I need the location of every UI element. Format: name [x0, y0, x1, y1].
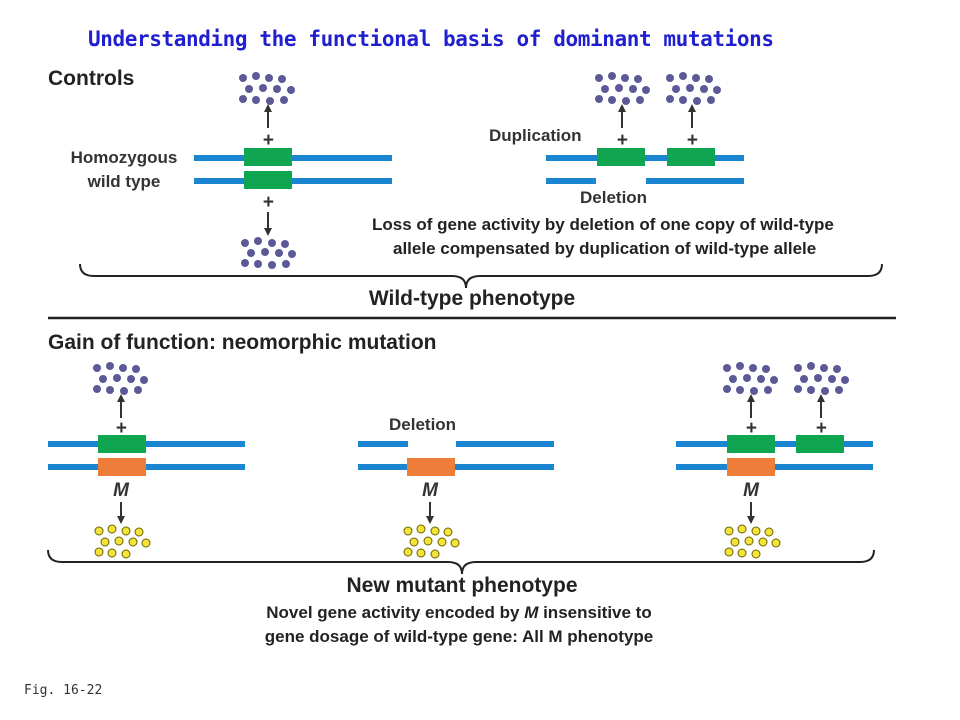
caption-text: Novel gene activity encoded by	[266, 603, 524, 622]
gain-of-function-grouping-brace	[47, 549, 875, 575]
slide-title: Understanding the functional basis of do…	[88, 27, 774, 51]
figure-label: Fig. 16-22	[24, 683, 102, 698]
chromosome-deleted-left	[546, 178, 596, 184]
controls-caption-line-2: allele compensated by duplication of wil…	[393, 239, 816, 258]
wild-type-allele-symbol: +	[115, 418, 126, 439]
caption-text: insensitive to	[538, 603, 651, 622]
gene-wild-type-upper	[244, 148, 292, 166]
protein-cluster-mutant	[724, 524, 781, 559]
protein-cluster-wild-type-left	[723, 362, 778, 395]
caption-mutant-symbol: M	[524, 603, 539, 622]
chromosome-lower	[48, 464, 245, 470]
mutant-allele-symbol: M	[743, 480, 760, 501]
wild-type-allele-symbol: +	[686, 130, 697, 151]
mutant-allele-symbol: M	[422, 480, 439, 501]
new-mutant-phenotype-label: New mutant phenotype	[346, 574, 577, 597]
duplication-label: Duplication	[489, 126, 582, 145]
protein-cluster-wild-type	[93, 362, 148, 395]
gain-of-function-heading: Gain of function: neomorphic mutation	[48, 331, 436, 354]
deletion-mutant-diagram: Deletion M	[358, 415, 554, 559]
duplication-deletion-diagram: Duplication + + Deletion Loss of gene ac…	[372, 72, 834, 258]
gene-mutant	[98, 458, 146, 476]
gene-wild-type-copy-1	[727, 435, 775, 453]
gene-wild-type-copy-2	[796, 435, 844, 453]
gain-of-function-caption-line-1: Novel gene activity encoded by M insensi…	[266, 603, 651, 622]
wild-type-allele-symbol: +	[815, 418, 826, 439]
controls-grouping-brace	[79, 263, 883, 289]
deletion-label: Deletion	[389, 415, 456, 434]
wild-type-allele-symbol: +	[262, 130, 273, 151]
chromosome-deleted-right	[646, 178, 744, 184]
controls-caption-line-1: Loss of gene activity by deletion of one…	[372, 215, 834, 234]
gain-of-function-caption-line-2: gene dosage of wild-type gene: All M phe…	[265, 627, 654, 646]
protein-cluster-top	[239, 72, 295, 105]
duplication-mutant-diagram: + + M	[676, 362, 873, 559]
mutant-allele-symbol: M	[113, 480, 130, 501]
chromosome-deleted-left	[358, 441, 408, 447]
chromosome-lower	[194, 178, 392, 184]
protein-cluster-mutant	[403, 524, 460, 559]
wild-type-allele-symbol: +	[745, 418, 756, 439]
deletion-label: Deletion	[580, 188, 647, 207]
gene-wild-type-copy-2	[667, 148, 715, 166]
homozygous-wild-type-diagram: + Homozygous wild type +	[71, 72, 392, 269]
gene-mutant	[407, 458, 455, 476]
gene-mutant	[727, 458, 775, 476]
protein-cluster-bottom	[241, 237, 296, 269]
chromosome-lower	[358, 464, 554, 470]
protein-cluster-mutant	[94, 524, 151, 559]
homozygous-label: Homozygous	[71, 148, 178, 167]
protein-cluster-right	[666, 72, 721, 105]
wild-type-label: wild type	[87, 172, 161, 191]
wild-type-allele-symbol: +	[262, 192, 273, 213]
protein-cluster-wild-type-right	[794, 362, 849, 395]
gene-wild-type-lower	[244, 171, 292, 189]
chromosome-upper	[48, 441, 245, 447]
gene-wild-type	[98, 435, 146, 453]
chromosome-upper	[194, 155, 392, 161]
wild-type-phenotype-label: Wild-type phenotype	[369, 287, 575, 310]
wild-type-allele-symbol: +	[616, 130, 627, 151]
protein-cluster-left	[595, 72, 650, 105]
heterozygous-mutant-diagram: + M	[48, 362, 245, 559]
gene-wild-type-copy-1	[597, 148, 645, 166]
controls-heading: Controls	[48, 67, 134, 90]
chromosome-deleted-right	[456, 441, 554, 447]
